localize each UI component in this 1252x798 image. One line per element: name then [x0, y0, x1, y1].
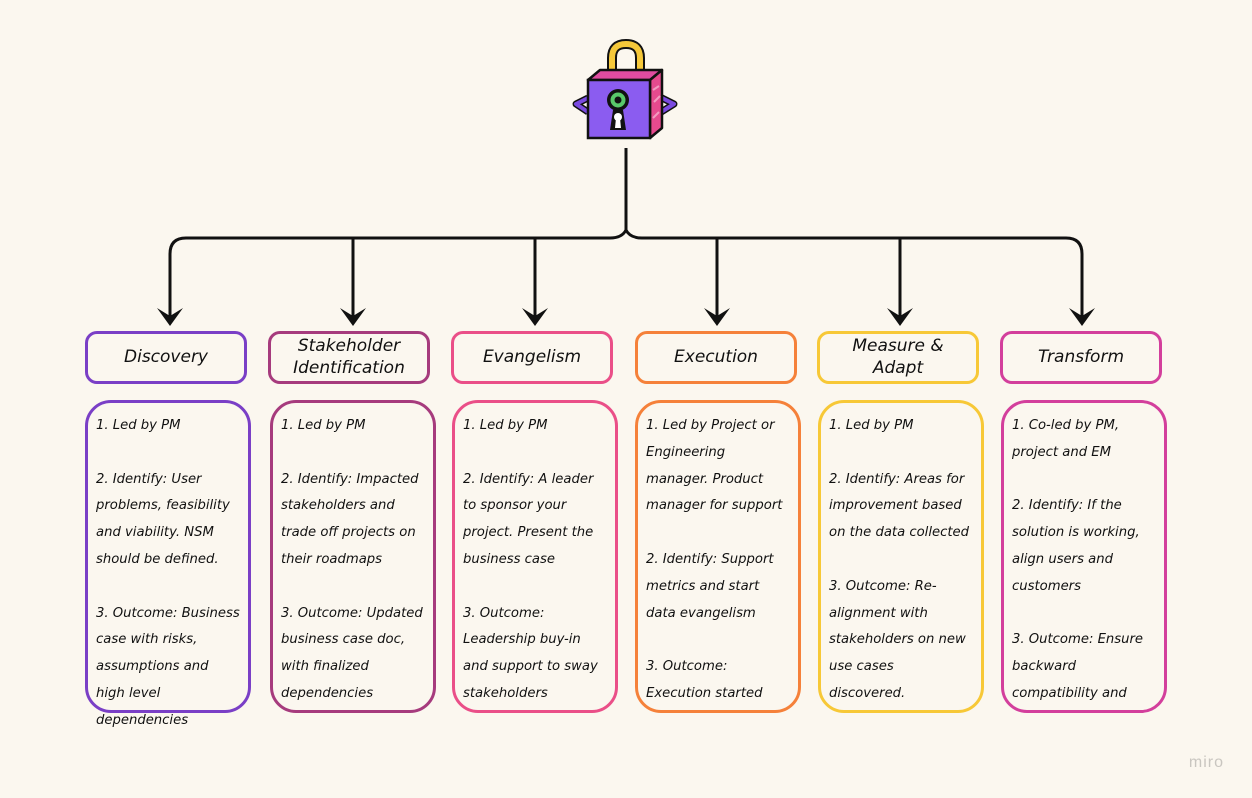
arrowhead-4 — [704, 308, 730, 326]
detail-lead: 1. Led by PM — [281, 418, 366, 433]
step-details-discovery: 1. Led by PM 2. Identify: User problems,… — [85, 400, 251, 728]
step-title-execution: Execution — [635, 331, 797, 384]
miro-watermark: miro — [1188, 754, 1224, 771]
detail-lead: 1. Led by PM — [463, 418, 548, 433]
arrowhead-1 — [157, 308, 183, 326]
step-title-text: Discovery — [124, 346, 208, 367]
step-title-text: Execution — [674, 346, 758, 367]
step-title-text: Measure & Adapt — [852, 336, 944, 378]
step-details-measure-adapt: 1. Led by PM 2. Identify: Areas for impr… — [818, 400, 984, 713]
detail-identify: 2. Identify: If the solution is working,… — [1012, 498, 1140, 594]
step-title-stakeholder-identification: Stakeholder Identification — [268, 331, 430, 384]
step-details-evangelism: 1. Led by PM 2. Identify: A leader to sp… — [452, 400, 618, 713]
detail-lead: 1. Co-led by PM, project and EM — [1012, 418, 1120, 460]
detail-outcome: 3. Outcome: Re-alignment with stakeholde… — [829, 578, 966, 701]
arrowhead-2 — [340, 308, 366, 326]
detail-outcome: 3. Outcome: Updated business case doc, w… — [281, 605, 423, 701]
step-title-measure-adapt: Measure & Adapt — [817, 331, 979, 384]
branch-line-left — [168, 229, 628, 322]
step-title-text: Evangelism — [482, 346, 582, 367]
arrowhead-3 — [522, 308, 548, 326]
step-details-transform: 1. Co-led by PM, project and EM 2. Ident… — [1001, 400, 1167, 713]
step-title-transform: Transform — [1000, 331, 1162, 384]
detail-identify: 2. Identify: Areas for improvement based… — [829, 471, 970, 541]
detail-identify: 2. Identify: Impacted stakeholders and t… — [281, 471, 419, 567]
detail-outcome: 3. Outcome: Execution started — [646, 659, 763, 701]
step-details-stakeholder-identification: 1. Led by PM 2. Identify: Impacted stake… — [270, 400, 436, 713]
step-details-execution: 1. Led by Project or Engineering manager… — [635, 400, 801, 713]
detail-lead: 1. Led by PM — [829, 418, 914, 433]
arrowheads — [157, 308, 1095, 326]
padlock-cube-icon — [572, 38, 678, 140]
detail-outcome: 3. Outcome: Leadership buy-in and suppor… — [463, 605, 598, 701]
detail-identify: 2. Identify: User problems, feasibility … — [96, 471, 230, 567]
step-title-text: Transform — [1037, 346, 1125, 367]
step-title-discovery: Discovery — [85, 331, 247, 384]
branch-line-right — [624, 229, 1084, 322]
step-title-evangelism: Evangelism — [451, 331, 613, 384]
detail-outcome: 3. Outcome: Ensure backward compatibilit… — [1012, 632, 1144, 701]
step-title-text: Stakeholder Identification — [293, 336, 405, 378]
detail-identify: 2. Identify: Support metrics and start d… — [646, 551, 774, 621]
detail-outcome: 3. Outcome: Business case with risks, as… — [96, 605, 240, 728]
detail-identify: 2. Identify: A leader to sponsor your pr… — [463, 471, 594, 567]
arrowhead-6 — [1069, 308, 1095, 326]
arrowhead-5 — [887, 308, 913, 326]
detail-lead: 1. Led by Project or Engineering manager… — [646, 418, 783, 514]
detail-lead: 1. Led by PM — [96, 418, 181, 433]
